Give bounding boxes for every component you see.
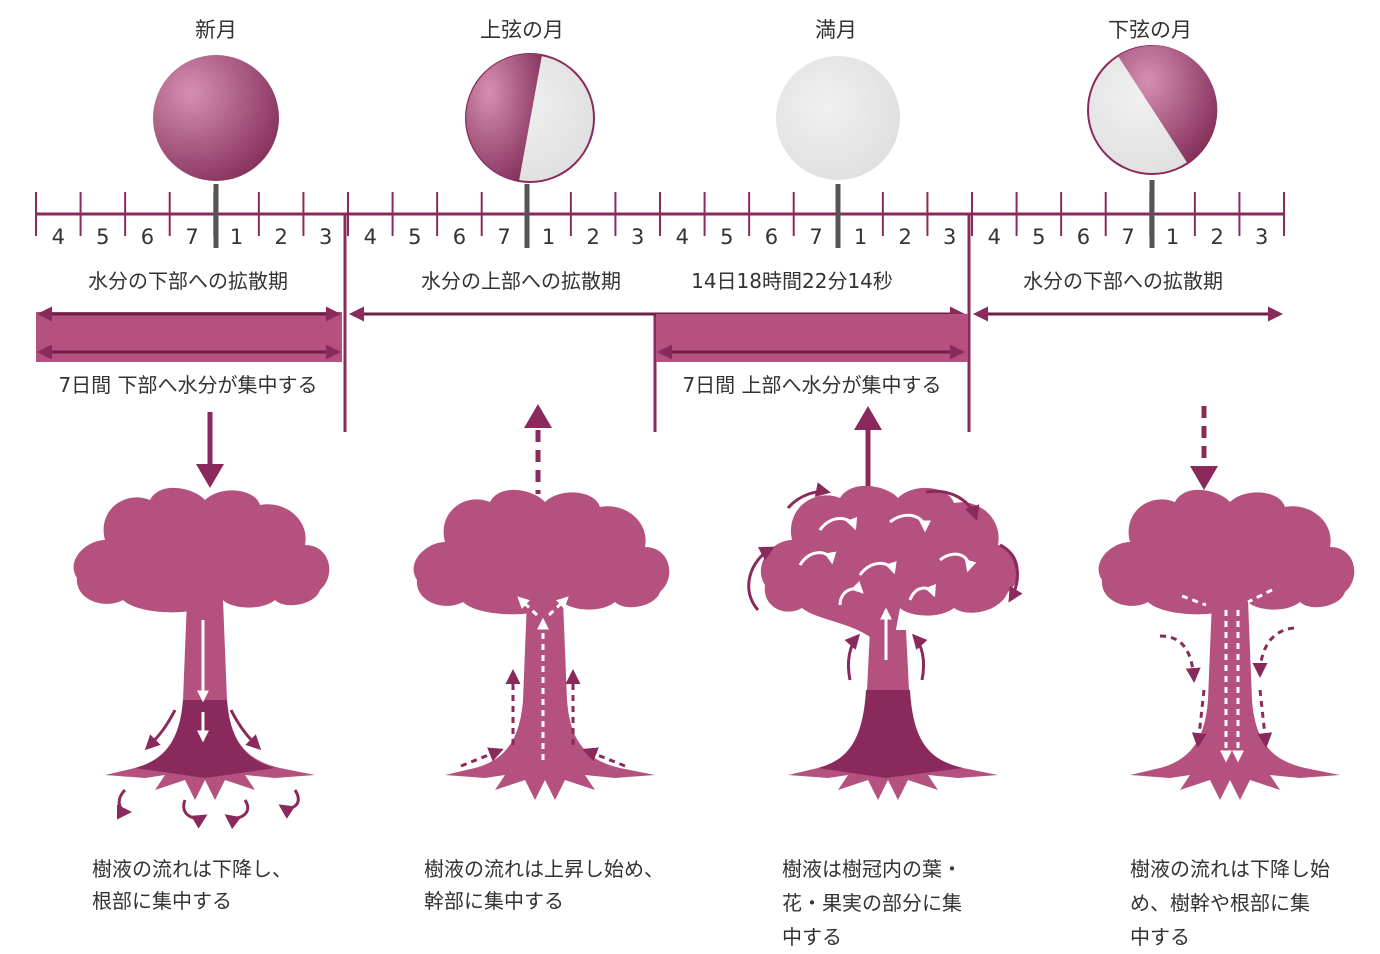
timeline-day-number: 5 [96, 225, 109, 249]
caption-4-line-1: 樹液の流れは下降し始 [1130, 857, 1330, 881]
caption-3: 樹液は樹冠内の葉・ 花・果実の部分に集 中する [782, 857, 962, 949]
timeline-day-number: 4 [364, 225, 377, 249]
timeline-day-number: 2 [898, 225, 911, 249]
timeline-day-number: 1 [230, 225, 243, 249]
timeline-day-number: 2 [274, 225, 287, 249]
bar-label-down: 7日間 下部へ水分が集中する [58, 373, 317, 397]
timeline-day-number: 6 [141, 225, 154, 249]
timeline-day-number: 3 [943, 225, 956, 249]
full-moon-icon [776, 56, 900, 180]
timeline-day-number: 3 [319, 225, 332, 249]
phase-label-new-moon: 新月 [195, 18, 237, 42]
phase-label-last-quarter: 下弦の月 [1108, 18, 1192, 42]
period-label-cycle: 14日18時間22分14秒 [691, 269, 893, 293]
timeline-day-number: 6 [453, 225, 466, 249]
caption-4: 樹液の流れは下降し始 め、樹幹や根部に集 中する [1130, 857, 1330, 949]
flow-down-arrow-1 [196, 412, 224, 488]
tree-4 [1099, 490, 1355, 800]
period-label-up: 水分の上部への拡散期 [421, 269, 621, 293]
phase-label-first-quarter: 上弦の月 [480, 18, 564, 42]
timeline-day-number: 5 [1032, 225, 1045, 249]
caption-1: 樹液の流れは下降し、 根部に集中する [92, 857, 292, 913]
timeline-day-number: 1 [542, 225, 555, 249]
timeline-day-number: 6 [765, 225, 778, 249]
timeline-day-number: 3 [631, 225, 644, 249]
timeline-day-number: 2 [586, 225, 599, 249]
flow-up-arrow [854, 406, 882, 490]
last-quarter-moon-icon [1088, 46, 1217, 174]
first-quarter-moon-icon [466, 54, 594, 182]
bar-label-up: 7日間 上部へ水分が集中する [682, 373, 941, 397]
tree-3 [749, 486, 1019, 800]
timeline-day-number: 6 [1077, 225, 1090, 249]
caption-3-line-1: 樹液は樹冠内の葉・ [782, 857, 962, 881]
caption-2-line-1: 樹液の流れは上昇し始め、 [424, 857, 664, 881]
new-moon-icon [153, 55, 279, 181]
timeline-day-number: 7 [497, 225, 510, 249]
caption-4-line-3: 中する [1130, 925, 1190, 949]
timeline-day-number: 4 [52, 225, 65, 249]
phase-label-full-moon: 満月 [815, 18, 857, 42]
timeline-day-number: 4 [676, 225, 689, 249]
timeline-day-number: 7 [1121, 225, 1134, 249]
caption-3-line-3: 中する [782, 925, 842, 949]
period-label-down-1: 水分の下部への拡散期 [88, 269, 288, 293]
tree-2 [414, 490, 670, 800]
flow-down-dashed-arrow [1190, 406, 1218, 490]
period-label-down-2: 水分の下部への拡散期 [1023, 269, 1223, 293]
tree-1 [74, 488, 330, 818]
timeline-day-number: 7 [809, 225, 822, 249]
timeline-day-number: 3 [1255, 225, 1268, 249]
timeline-day-number: 2 [1210, 225, 1223, 249]
period-arrows [36, 312, 1280, 362]
timeline-day-number: 7 [185, 225, 198, 249]
caption-2: 樹液の流れは上昇し始め、 幹部に集中する [424, 857, 664, 913]
timeline-day-number: 5 [720, 225, 733, 249]
flow-up-dashed-arrow [524, 404, 552, 494]
timeline-day-number: 4 [988, 225, 1001, 249]
timeline-day-number: 1 [1166, 225, 1179, 249]
timeline-day-number: 1 [854, 225, 867, 249]
timeline-day-number: 5 [408, 225, 421, 249]
caption-2-line-2: 幹部に集中する [424, 889, 564, 913]
caption-1-line-1: 樹液の流れは下降し、 [92, 857, 292, 881]
caption-1-line-2: 根部に集中する [92, 889, 232, 913]
caption-4-line-2: め、樹幹や根部に集 [1130, 891, 1310, 915]
caption-3-line-2: 花・果実の部分に集 [782, 891, 962, 915]
